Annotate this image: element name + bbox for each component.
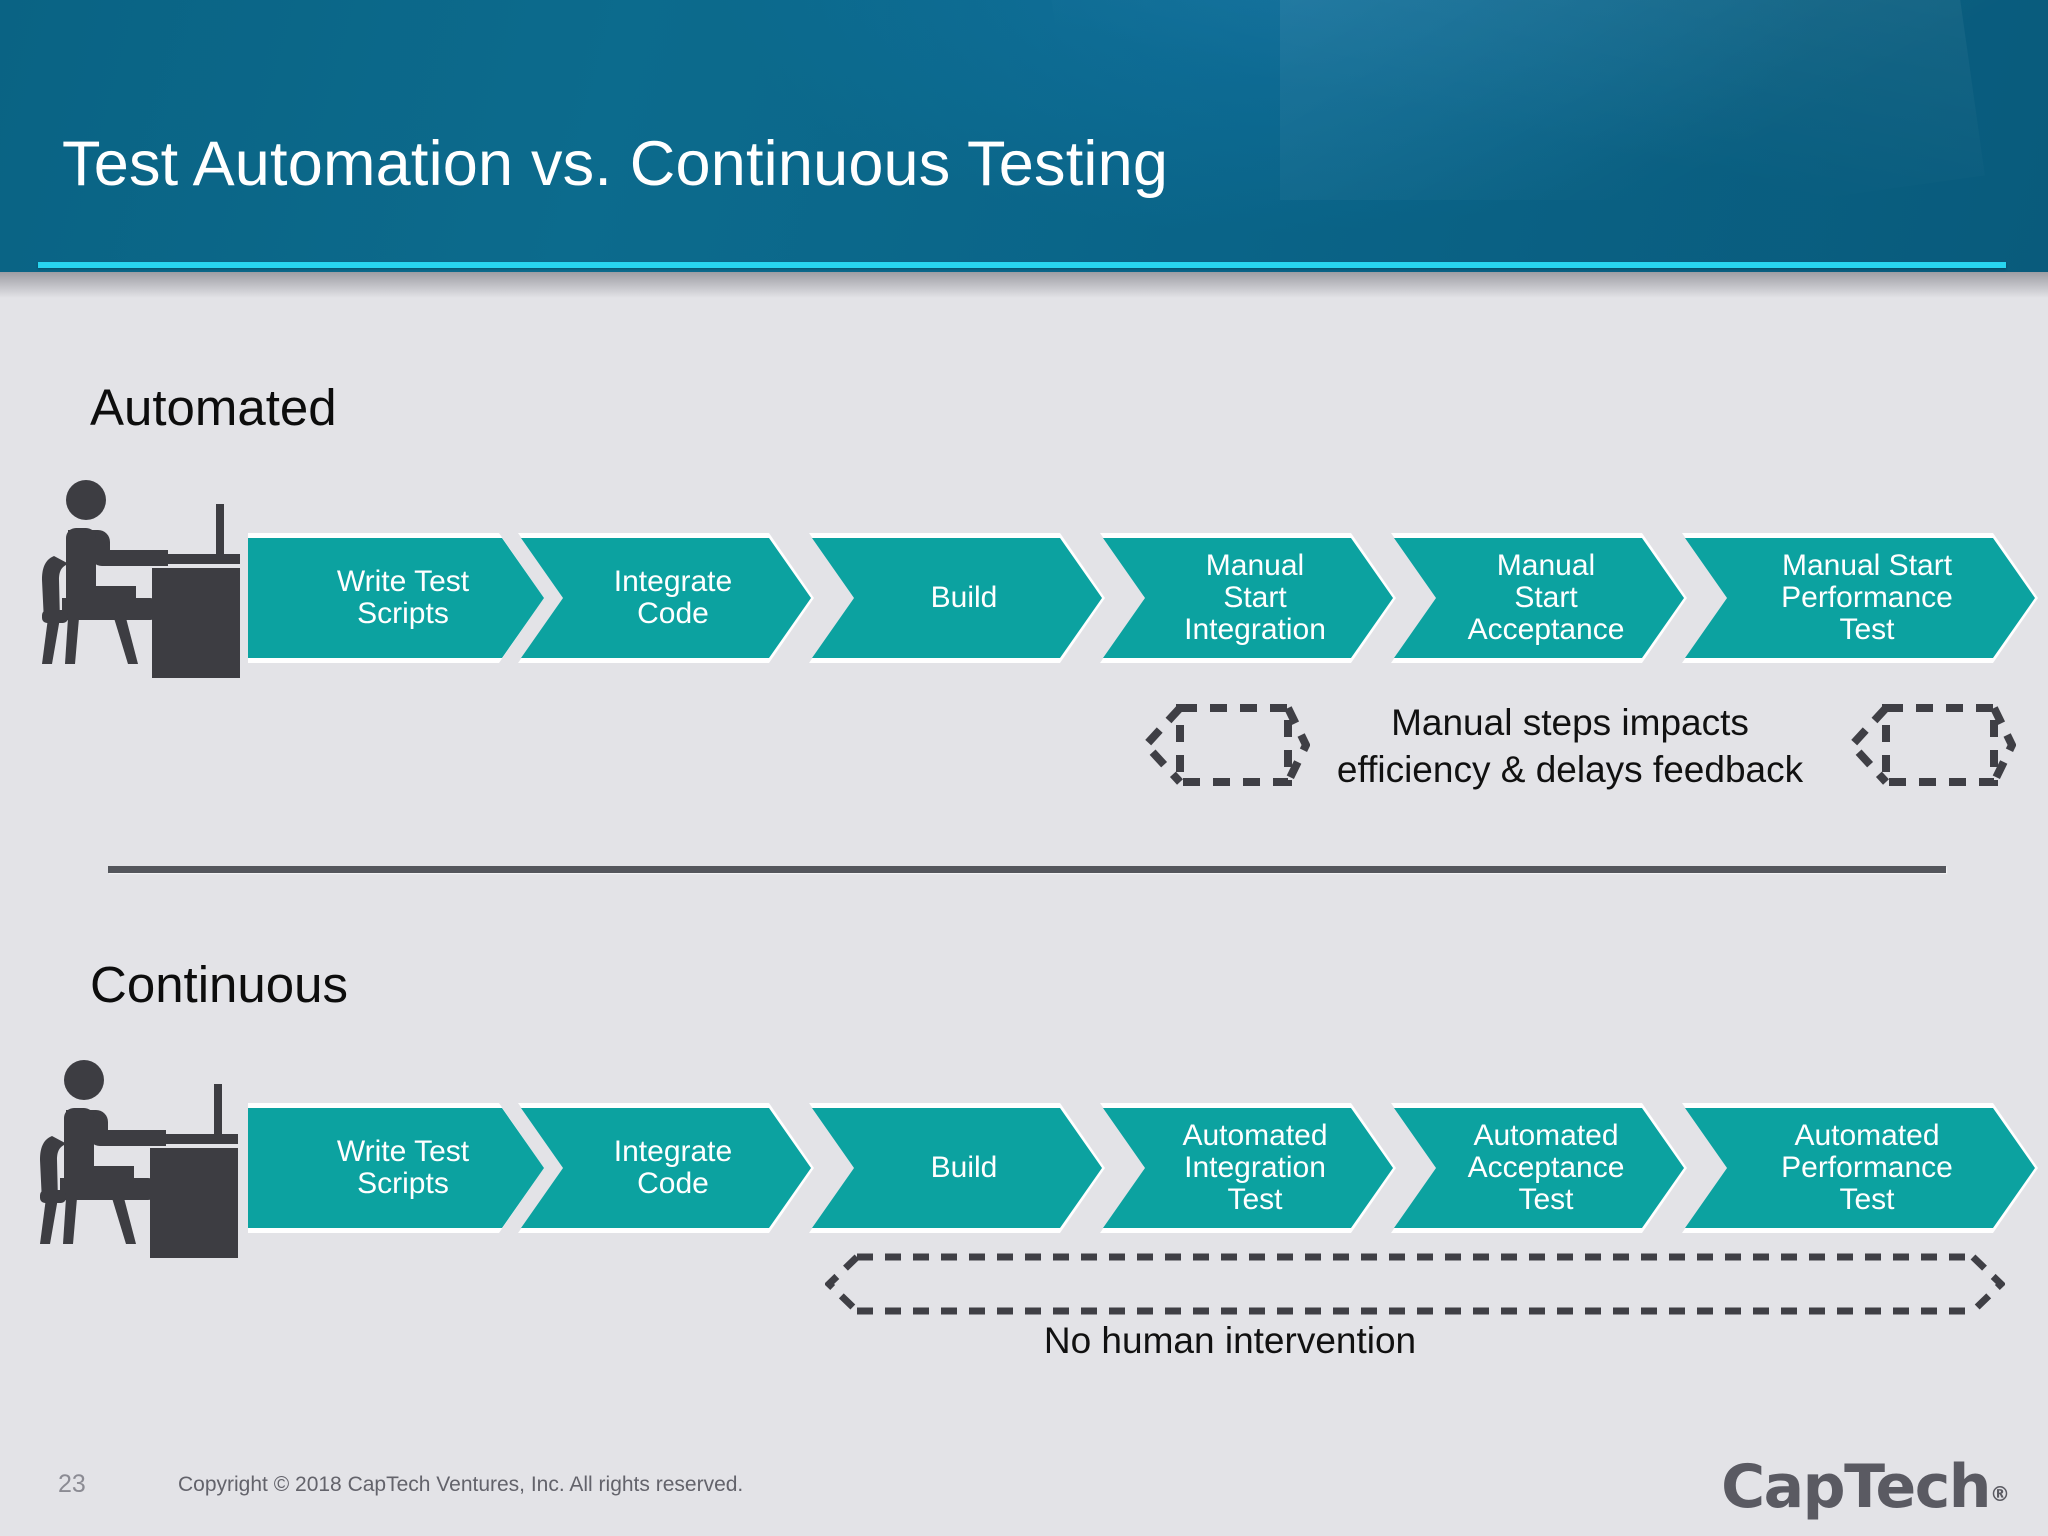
person-at-desk-icon (40, 1060, 238, 1258)
captech-logo-text: CapTech (1721, 1452, 1991, 1522)
pipeline-continuous: Write Test Scripts Integrate Code Build … (248, 1108, 2038, 1228)
pipeline-step-automated-3[interactable]: Build (812, 538, 1102, 658)
section-label-continuous: Continuous (90, 956, 349, 1013)
pipeline-step-continuous-3[interactable]: Build (812, 1108, 1102, 1228)
pipeline-step-automated-5[interactable]: Manual Start Acceptance (1394, 538, 1684, 658)
header-accent-rule (38, 262, 2006, 268)
header-gloss-decoration (1035, 0, 1985, 272)
pipeline-step-label: Write Test Scripts (336, 565, 470, 630)
registered-trademark-icon: ® (1990, 1482, 2010, 1506)
pipeline-step-label: Integrate Code (613, 1135, 733, 1200)
pipeline-step-automated-1[interactable]: Write Test Scripts (248, 538, 544, 658)
header-dropshadow (0, 272, 2048, 298)
captech-logo: CapTech® (1721, 1452, 2010, 1522)
header-gloss-decoration-2 (1280, 0, 2040, 200)
annotation-manual-steps: Manual steps impacts efficiency & delays… (1336, 702, 1804, 790)
dashed-double-arrow-icon-left (1140, 704, 1310, 786)
pipeline-step-label: Manual Start Acceptance (1467, 549, 1625, 646)
pipeline-step-label: Automated Acceptance Test (1467, 1119, 1625, 1216)
pipeline-step-label: Integrate Code (613, 565, 733, 630)
pipeline-step-label: Manual Start Performance Test (1781, 549, 1953, 646)
pipeline-step-label: Build (930, 1151, 998, 1185)
annotation-no-human-intervention: No human intervention (1043, 1320, 1417, 1361)
pipeline-step-continuous-1[interactable]: Write Test Scripts (248, 1108, 544, 1228)
pipeline-step-automated-4[interactable]: Manual Start Integration (1103, 538, 1393, 658)
pipeline-step-automated-6[interactable]: Manual Start Performance Test (1685, 538, 2035, 658)
pipeline-step-label: Build (930, 581, 998, 615)
page-number: 23 (58, 1470, 86, 1498)
section-label-automated: Automated (90, 379, 337, 436)
person-at-desk-icon (42, 480, 240, 678)
page-title: Test Automation vs. Continuous Testing (62, 129, 1169, 199)
pipeline-automated: Write Test Scripts Integrate Code Build … (248, 538, 2038, 658)
pipeline-step-continuous-6[interactable]: Automated Performance Test (1685, 1108, 2035, 1228)
dashed-double-arrow-icon-continuous (825, 1253, 2005, 1315)
section-divider (108, 866, 1946, 873)
pipeline-step-label: Write Test Scripts (336, 1135, 470, 1200)
pipeline-step-continuous-5[interactable]: Automated Acceptance Test (1394, 1108, 1684, 1228)
copyright-notice: Copyright © 2018 CapTech Ventures, Inc. … (178, 1473, 744, 1496)
pipeline-step-automated-2[interactable]: Integrate Code (521, 538, 811, 658)
dashed-double-arrow-icon-right (1846, 704, 2016, 786)
slide-header: Test Automation vs. Continuous Testing (0, 0, 2048, 272)
pipeline-step-continuous-4[interactable]: Automated Integration Test (1103, 1108, 1393, 1228)
pipeline-step-continuous-2[interactable]: Integrate Code (521, 1108, 811, 1228)
pipeline-step-label: Automated Integration Test (1182, 1119, 1328, 1216)
pipeline-step-label: Automated Performance Test (1781, 1119, 1953, 1216)
pipeline-step-label: Manual Start Integration (1184, 549, 1326, 646)
